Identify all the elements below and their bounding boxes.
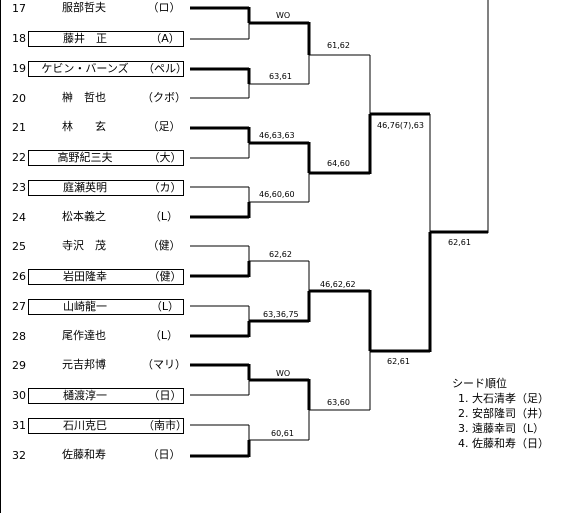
- player-team: （ペル）: [143, 62, 187, 75]
- player-team: （健）: [147, 239, 181, 252]
- row-number: 25: [12, 240, 26, 253]
- seed-item: 3. 遠藤幸司（L）: [458, 422, 545, 435]
- match-score: 46,62,62: [320, 280, 356, 289]
- row-number: 26: [12, 270, 26, 283]
- player-team: （日）: [148, 389, 182, 402]
- player-team: （健）: [148, 270, 182, 283]
- match-score: 62,61: [387, 357, 410, 366]
- row-number: 23: [12, 181, 26, 194]
- player-team: （大）: [148, 151, 182, 164]
- player-entry: 尾作達也 （L）: [28, 329, 184, 345]
- row-number: 22: [12, 151, 26, 164]
- match-score: 63,36,75: [263, 310, 299, 319]
- player-team: （カ）: [148, 181, 182, 194]
- player-team: （L）: [150, 300, 180, 313]
- row-number: 30: [12, 389, 26, 402]
- player-name: 尾作達也: [62, 329, 106, 342]
- seed-list: シード順位 1. 大石清孝（足） 2. 安部隆司（井） 3. 遠藤幸司（L） 4…: [452, 376, 549, 451]
- player-entry: 佐藤和寿 （日）: [28, 448, 184, 464]
- row-number: 21: [12, 121, 26, 134]
- match-score: 61,62: [327, 41, 350, 50]
- player-name: 寺沢 茂: [62, 239, 106, 252]
- player-team: （ロ）: [147, 1, 181, 14]
- player-name: 榊 哲也: [62, 91, 106, 104]
- frame-border: [0, 0, 1, 513]
- player-team: （マリ）: [142, 358, 186, 371]
- player-entry: 松本義之 （L）: [28, 210, 184, 226]
- player-entry: 樋渡淳一 （日）: [28, 388, 184, 404]
- match-score: 46,63,63: [259, 131, 295, 140]
- match-score: 62,62: [269, 250, 292, 259]
- seed-item: 2. 安部隆司（井）: [458, 407, 549, 420]
- player-entry: 服部哲夫 （ロ）: [28, 1, 184, 17]
- player-name: 佐藤和寿: [62, 448, 106, 461]
- row-number: 27: [12, 300, 26, 313]
- match-score: 46,76(7),63: [377, 121, 424, 130]
- player-entry: 元吉邦博 （マリ）: [28, 358, 186, 374]
- player-name: 山崎龍一: [63, 300, 107, 313]
- row-number: 18: [12, 32, 26, 45]
- player-name: 樋渡淳一: [63, 389, 107, 402]
- row-number: 20: [12, 92, 26, 105]
- match-score: 46,60,60: [259, 190, 295, 199]
- row-number: 17: [12, 2, 26, 15]
- player-name: ケビン・バーンズ: [41, 62, 129, 75]
- player-team: （南市）: [143, 419, 187, 432]
- player-entry: 山崎龍一 （L）: [28, 299, 184, 315]
- player-name: 元吉邦博: [62, 358, 106, 371]
- match-score: 64,60: [327, 159, 350, 168]
- player-entry: 石川克巳 （南市）: [28, 418, 187, 434]
- row-number: 29: [12, 359, 26, 372]
- player-name: 石川克巳: [63, 419, 107, 432]
- seed-item: 1. 大石清孝（足）: [458, 392, 549, 405]
- row-number: 19: [12, 62, 26, 75]
- player-name: 岩田隆幸: [63, 270, 107, 283]
- match-score: 63,61: [269, 72, 292, 81]
- match-score: WO: [276, 369, 291, 378]
- player-name: 高野紀三夫: [57, 151, 113, 164]
- seed-item: 4. 佐藤和寿（日）: [458, 437, 549, 450]
- player-entry: 岩田隆幸 （健）: [28, 269, 184, 285]
- player-entry: 寺沢 茂 （健）: [28, 239, 184, 255]
- row-number: 32: [12, 449, 26, 462]
- player-entry: 高野紀三夫 （大）: [28, 150, 184, 166]
- player-entry: 榊 哲也 （クボ）: [28, 91, 186, 107]
- match-score: WO: [276, 11, 291, 20]
- player-team: （L）: [149, 210, 179, 223]
- player-entry: 藤井 正 （A）: [28, 31, 184, 47]
- player-name: 松本義之: [62, 210, 106, 223]
- match-score: 62,61: [448, 238, 471, 247]
- player-team: （足）: [147, 120, 181, 133]
- player-team: （A）: [150, 32, 180, 45]
- player-name: 林 玄: [62, 120, 106, 133]
- seed-title: シード順位: [452, 377, 507, 390]
- player-entry: 庭瀬英明 （カ）: [28, 180, 184, 196]
- match-score: 63,60: [327, 398, 350, 407]
- player-entry: 林 玄 （足）: [28, 120, 184, 136]
- row-number: 31: [12, 419, 26, 432]
- player-name: 藤井 正: [63, 32, 107, 45]
- player-entry: ケビン・バーンズ （ペル）: [28, 61, 187, 77]
- player-name: 庭瀬英明: [63, 181, 107, 194]
- player-team: （日）: [147, 448, 181, 461]
- match-score: 60,61: [271, 429, 294, 438]
- player-name: 服部哲夫: [62, 1, 106, 14]
- row-number: 28: [12, 330, 26, 343]
- row-number: 24: [12, 211, 26, 224]
- player-team: （クボ）: [142, 91, 186, 104]
- player-team: （L）: [149, 329, 179, 342]
